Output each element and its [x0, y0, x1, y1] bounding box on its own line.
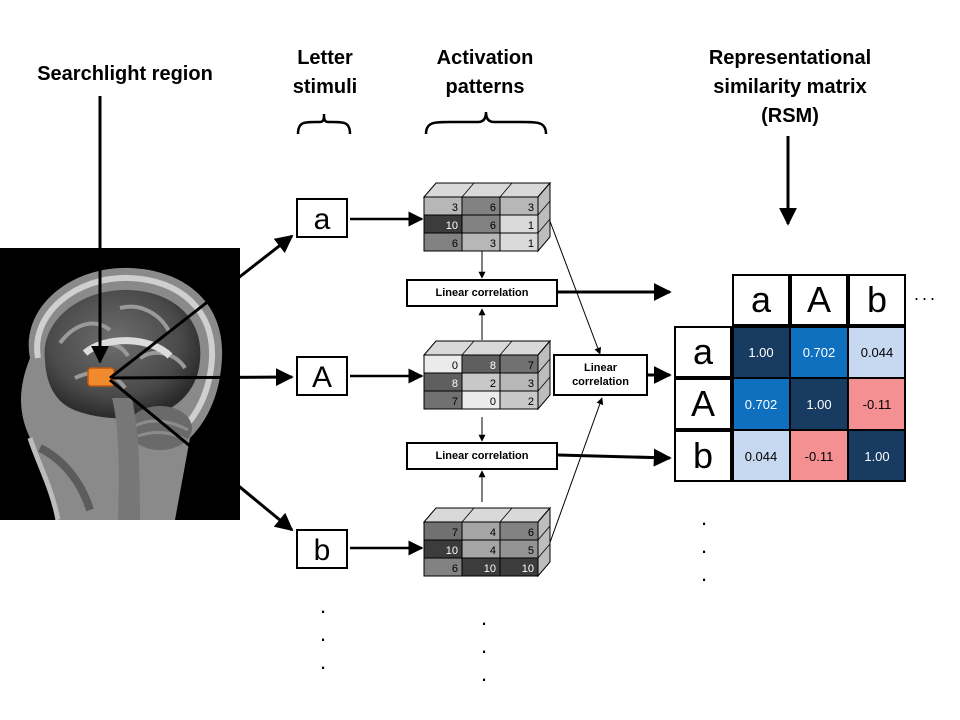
pattern-value: 6	[490, 202, 496, 214]
rsm-cell: 1.00	[732, 326, 790, 378]
activation-patterns-label: Activation patterns	[436, 47, 534, 98]
rsm-column-header: A	[790, 274, 848, 326]
patterns-ellipsis: ...	[480, 605, 488, 686]
pattern-value: 4	[490, 527, 496, 539]
rsm-row-header: b	[674, 430, 732, 482]
pattern-value: 2	[490, 378, 496, 390]
pattern-value: 3	[452, 202, 458, 214]
letter-stimuli-label: Letter stimuli	[292, 47, 358, 98]
pattern-value: 7	[452, 527, 458, 539]
pattern-value: 3	[528, 202, 534, 214]
rsm-column-header: a	[732, 274, 790, 326]
pattern-value: 3	[490, 238, 496, 250]
pattern-value: 0	[452, 360, 458, 372]
linear-correlation-box-2: Linear correlation	[406, 442, 558, 470]
rsm-cell: 0.044	[732, 430, 790, 482]
pattern-value: 4	[490, 545, 496, 557]
pattern-value: 1	[528, 220, 534, 232]
pattern-value: 3	[528, 378, 534, 390]
activation-pattern-A: 0 8 7 8 2 3 7 0 2	[422, 339, 552, 411]
pattern-value: 8	[490, 360, 496, 372]
pattern-cell	[499, 390, 539, 410]
pattern-value: 6	[528, 527, 534, 539]
rsm-rows-ellipsis: ...	[700, 505, 708, 586]
pattern-cell	[499, 232, 539, 252]
letter-box-a: a	[296, 198, 348, 238]
pattern-value: 2	[528, 396, 534, 408]
pattern-value: 6	[452, 238, 458, 250]
brain-mri-image	[0, 248, 240, 521]
pattern-value: 7	[452, 396, 458, 408]
rsm-columns-ellipsis: ...	[914, 284, 939, 304]
pattern-value: 6	[452, 563, 458, 575]
pattern-value: 7	[528, 360, 534, 372]
arrow-to-A	[111, 368, 294, 387]
pattern-value: 10	[522, 563, 534, 575]
rsm-cell: 0.702	[732, 378, 790, 430]
rsm-row-header: a	[674, 326, 732, 378]
rsm-row-header: A	[674, 378, 732, 430]
pattern-value: 1	[528, 238, 534, 250]
pattern-value: 8	[452, 378, 458, 390]
letters-ellipsis: ...	[319, 593, 327, 674]
pattern-value: 10	[484, 563, 496, 575]
rsm-cell: 0.044	[848, 326, 906, 378]
pattern-value: 6	[490, 220, 496, 232]
letter-box-A: A	[296, 356, 348, 396]
pattern-value: 5	[528, 545, 534, 557]
letter-box-b: b	[296, 529, 348, 569]
activation-pattern-b: 7 4 6 10 4 5 6 10 10	[422, 506, 552, 578]
rsm-cell: -0.11	[848, 378, 906, 430]
rsm-cell: 1.00	[848, 430, 906, 482]
searchlight-label: Searchlight region	[37, 63, 213, 85]
pattern-value: 10	[446, 545, 458, 557]
rsm-label: Representational similarity matrix (RSM)	[708, 47, 872, 127]
rsm-cell: 0.702	[790, 326, 848, 378]
pattern-value: 10	[446, 220, 458, 232]
linear-correlation-box-1: Linear correlation	[406, 279, 558, 307]
rsm-column-header: b	[848, 274, 906, 326]
rsm-cell: -0.11	[790, 430, 848, 482]
arrow-to-a	[109, 234, 294, 380]
activation-pattern-a: 3 6 3 10 6 1 6 3 1	[422, 181, 552, 253]
pattern-value: 0	[490, 396, 496, 408]
arrow-to-b	[109, 378, 294, 532]
rsm-cell: 1.00	[790, 378, 848, 430]
linear-correlation-box-cross: Linear correlation	[553, 354, 648, 396]
pattern-cell	[499, 557, 539, 577]
